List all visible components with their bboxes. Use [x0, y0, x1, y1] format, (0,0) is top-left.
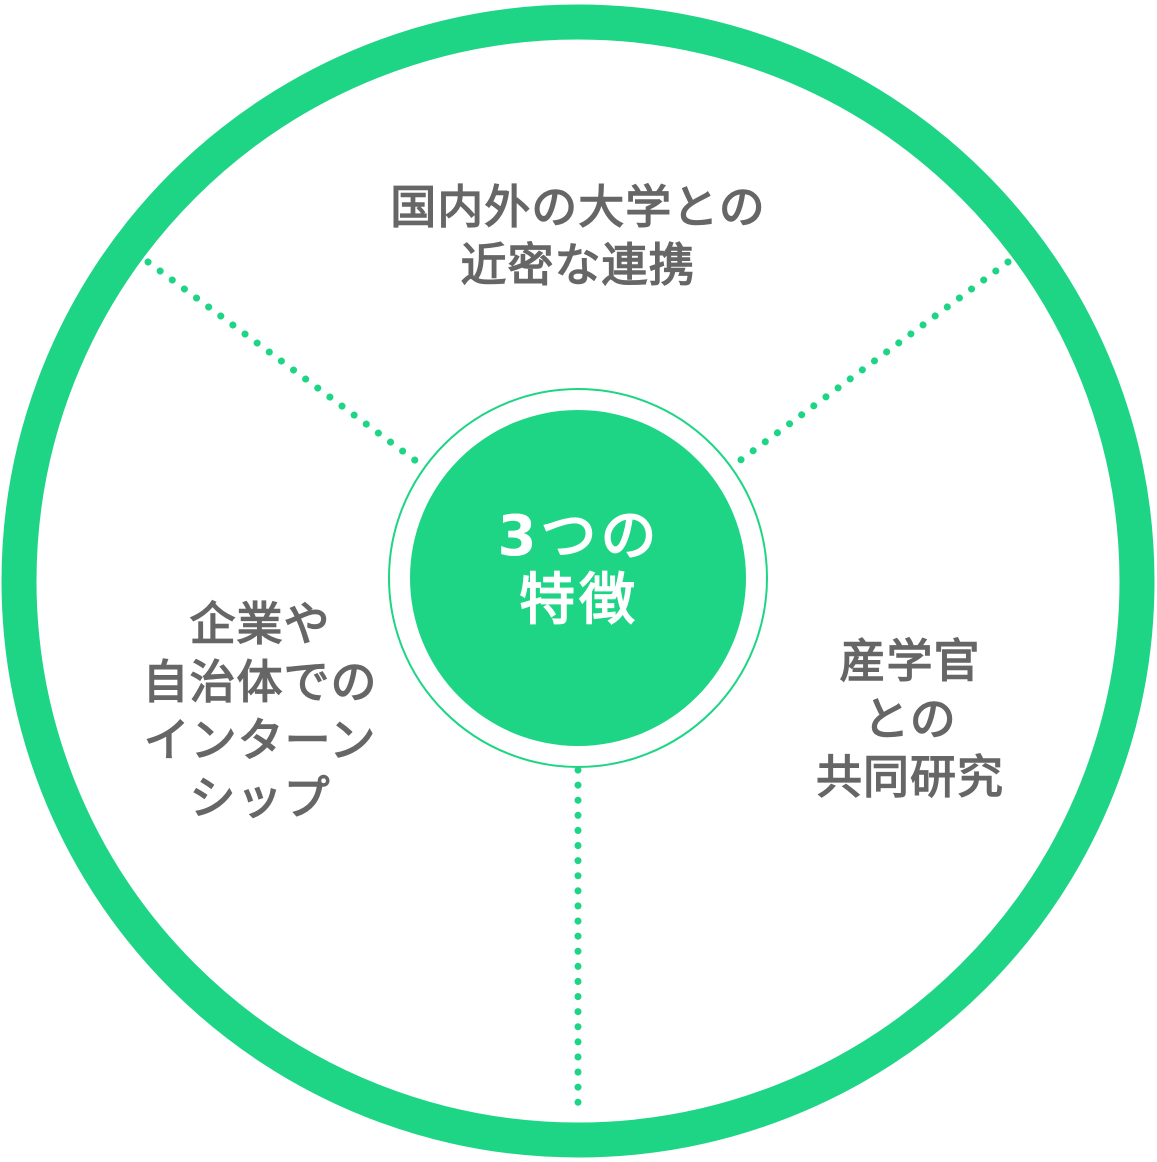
feature-label-line: 企業や — [189, 597, 331, 651]
center-disc — [410, 410, 746, 746]
feature-label-line: 共同研究 — [816, 750, 1004, 804]
center-title: 3つの 特徴 — [429, 505, 729, 633]
center-title-line: 3つの — [497, 504, 661, 569]
outer-ring — [1, 4, 1155, 1158]
feature-label-line: 国内外の大学との — [390, 180, 766, 234]
feature-label-joint-research: 産学官 との 共同研究 — [770, 632, 1050, 806]
divider-right — [734, 258, 1012, 466]
feature-label-line: インターン — [143, 713, 377, 767]
feature-label-line: シップ — [189, 771, 331, 825]
center-title-line: 特徴 — [519, 568, 639, 633]
feature-label-line: 自治体での — [142, 655, 378, 709]
feature-label-internship: 企業や 自治体での インターン シップ — [110, 595, 410, 827]
divider-left — [144, 258, 424, 468]
feature-label-university: 国内外の大学との 近密な連携 — [278, 178, 878, 294]
feature-label-line: 近密な連携 — [460, 238, 696, 292]
feature-label-line: との — [863, 692, 957, 746]
feature-label-line: 産学官 — [839, 634, 981, 688]
